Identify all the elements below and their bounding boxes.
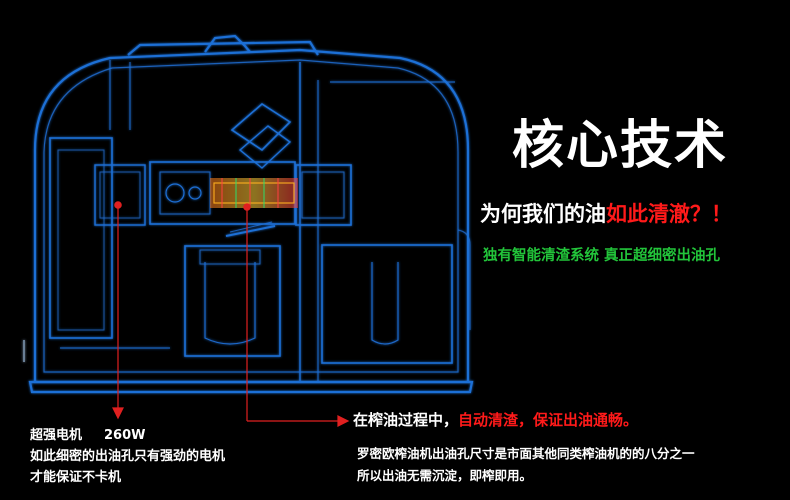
- feature-tagline: 独有智能清渣系统 真正超细密出油孔: [483, 248, 721, 264]
- press-callout-text-2: 所以出油无需沉淀，即榨即用。: [357, 468, 533, 483]
- press-callout-text-1: 罗密欧榨油机出油孔尺寸是市面其他同类榨油机的的八分之一: [357, 446, 695, 461]
- motor-label: 超强电机: [30, 428, 83, 443]
- motor-wattage: 260W: [104, 428, 146, 443]
- motor-callout-title: 超强电机 260W: [30, 427, 146, 445]
- press-prefix: 在榨油过程中，: [353, 411, 459, 429]
- motor-callout-text-1: 如此细密的出油孔只有强劲的电机: [30, 449, 226, 464]
- press-callout-title: 在榨油过程中，自动清渣，保证出油通畅。: [353, 410, 638, 430]
- motor-callout-line: [112, 201, 124, 420]
- machine-body-outline: [23, 34, 474, 394]
- motor-callout-text-2: 才能保证不卡机: [30, 470, 122, 485]
- oil-clarity-question: 为何我们的油如此清澈？！: [480, 200, 732, 228]
- section-heading: 核心技术: [512, 116, 729, 176]
- question-prefix: 为何我们的油: [480, 202, 606, 226]
- press-callout-line: [243, 203, 350, 427]
- question-highlight: 如此清澈？！: [606, 202, 732, 226]
- press-screw-highlight: [210, 178, 298, 208]
- press-highlight: 自动清渣，保证出油通畅。: [458, 411, 639, 429]
